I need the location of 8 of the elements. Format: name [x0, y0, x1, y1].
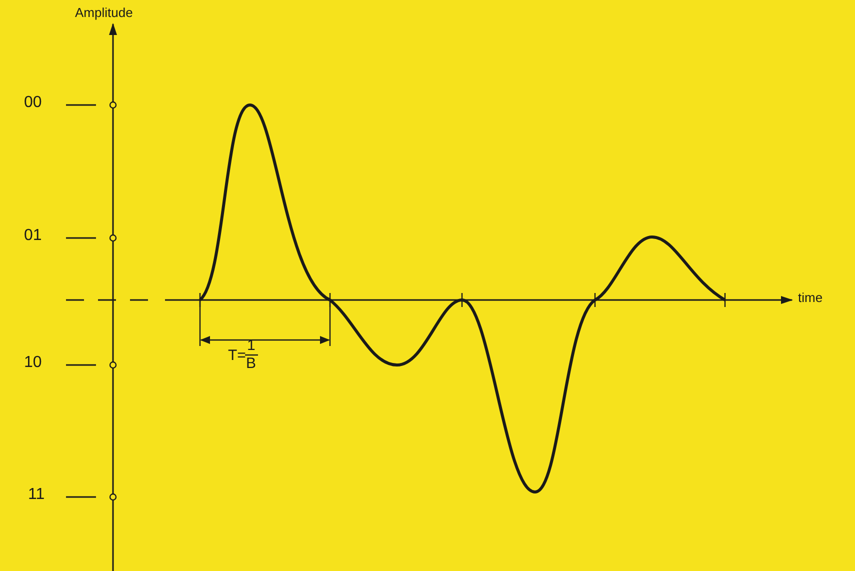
tick-label: 01 — [24, 228, 42, 244]
tick-label: 00 — [24, 95, 42, 111]
axis-title: time — [798, 291, 823, 304]
formula-text: T= — [228, 348, 246, 363]
tick-label: 10 — [24, 355, 42, 371]
formula-text: B — [246, 356, 256, 371]
axis-title: Amplitude — [75, 6, 133, 19]
tick-label: 11 — [28, 487, 45, 503]
